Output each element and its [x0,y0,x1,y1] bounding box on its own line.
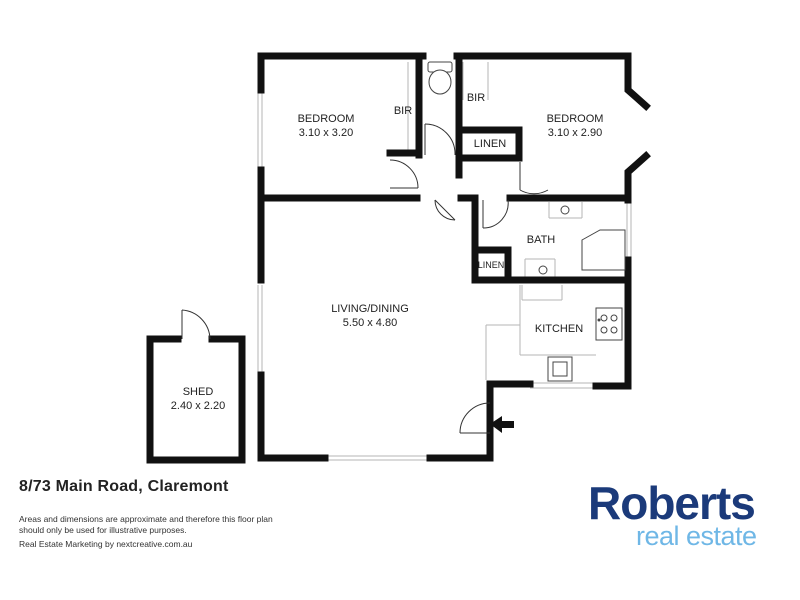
floor-plan: BEDROOM 3.10 x 3.20 BEDROOM 3.10 x 2.90 … [146,52,651,464]
bedroom2-name: BEDROOM [547,113,604,125]
property-address: 8/73 Main Road, Claremont [19,478,229,495]
living-name: LIVING/DINING [331,303,409,315]
toilet-bowl-icon [428,69,452,95]
stove-icon [595,307,623,341]
kitchen-label: KITCHEN [535,323,583,335]
bedroom1-dims: 3.10 x 3.20 [299,127,353,139]
brand-logo: Roberts real estate [588,478,788,550]
linen2-label: LINEN [478,260,505,270]
bath-label: BATH [527,234,556,246]
entry-arrow-icon [490,416,514,433]
bir1-label: BIR [394,105,412,117]
living-dims: 5.50 x 4.80 [343,317,397,329]
bir2-label: BIR [467,92,485,104]
shed-dims: 2.40 x 2.20 [171,400,225,412]
basin2-icon [538,265,548,275]
marketing-credit: Real Estate Marketing by nextcreative.co… [19,539,193,549]
shed-name: SHED [183,386,214,398]
thin-lines [257,62,632,461]
disclaimer-text: Areas and dimensions are approximate and… [19,514,273,535]
shower-icon [581,229,626,271]
bedroom1-name: BEDROOM [298,113,355,125]
fixtures [427,61,626,382]
basin-icon [560,205,570,215]
brand-sub: real estate [636,521,757,551]
doors [181,123,549,434]
bedroom2-dims: 3.10 x 2.90 [548,127,602,139]
linen1-label: LINEN [474,138,506,150]
brand-name: Roberts [588,477,756,529]
walls [146,52,651,464]
